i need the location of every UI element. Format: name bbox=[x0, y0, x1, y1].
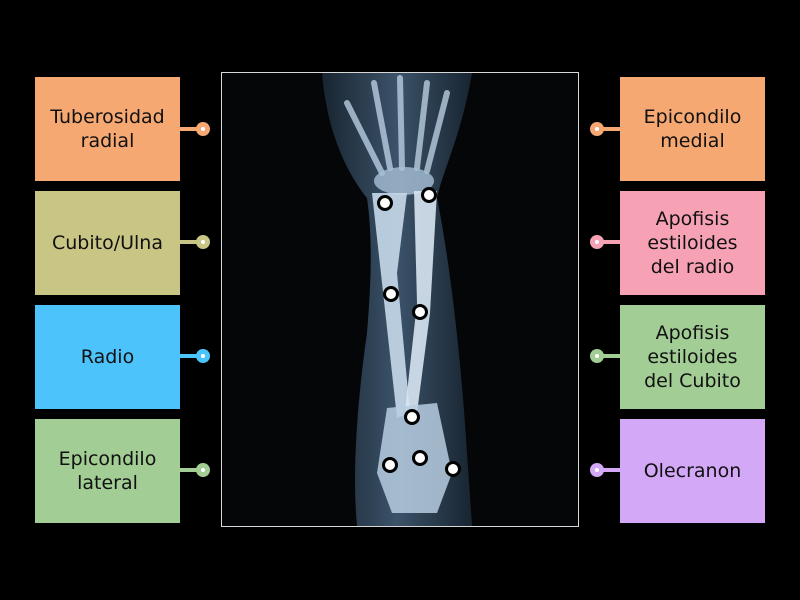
connector-dot-icon bbox=[196, 349, 210, 363]
connector-dot-icon bbox=[196, 122, 210, 136]
drop-target-marker[interactable] bbox=[412, 450, 428, 466]
connector-handle[interactable] bbox=[590, 349, 620, 363]
connector-handle[interactable] bbox=[590, 122, 620, 136]
label-text: Epicondilo lateral bbox=[58, 448, 157, 494]
connector-handle[interactable] bbox=[180, 349, 210, 363]
connector-dot-icon bbox=[590, 463, 604, 477]
connector-handle[interactable] bbox=[590, 463, 620, 477]
xray-image bbox=[221, 72, 579, 527]
drop-target-marker[interactable] bbox=[412, 304, 428, 320]
label-text: Apofisis estiloides del Cubito bbox=[644, 322, 741, 392]
label-apofisis-estiloides-radio[interactable]: Apofisis estiloides del radio bbox=[620, 191, 765, 295]
label-cubito-ulna[interactable]: Cubito/Ulna bbox=[35, 191, 180, 295]
label-text: Radio bbox=[80, 346, 135, 368]
label-apofisis-estiloides-cubito[interactable]: Apofisis estiloides del Cubito bbox=[620, 305, 765, 409]
connector-dot-icon bbox=[590, 235, 604, 249]
connector-handle[interactable] bbox=[180, 235, 210, 249]
connector-handle[interactable] bbox=[180, 122, 210, 136]
connector-dot-icon bbox=[590, 122, 604, 136]
label-text: Tuberosidad radial bbox=[50, 106, 165, 152]
label-epicondilo-lateral[interactable]: Epicondilo lateral bbox=[35, 419, 180, 523]
label-text: Apofisis estiloides del radio bbox=[647, 208, 738, 278]
label-text: Epicondilo medial bbox=[643, 106, 742, 152]
label-radio[interactable]: Radio bbox=[35, 305, 180, 409]
label-text: Cubito/Ulna bbox=[52, 232, 163, 254]
label-text: Olecranon bbox=[643, 460, 742, 482]
connector-dot-icon bbox=[196, 463, 210, 477]
drop-target-marker[interactable] bbox=[445, 461, 461, 477]
connector-dot-icon bbox=[590, 349, 604, 363]
label-olecranon[interactable]: Olecranon bbox=[620, 419, 765, 523]
connector-dot-icon bbox=[196, 235, 210, 249]
connector-handle[interactable] bbox=[590, 235, 620, 249]
drop-target-marker[interactable] bbox=[421, 187, 437, 203]
connector-handle[interactable] bbox=[180, 463, 210, 477]
forearm-xray-illustration bbox=[322, 73, 472, 526]
label-tuberosidad-radial[interactable]: Tuberosidad radial bbox=[35, 77, 180, 181]
label-epicondilo-medial[interactable]: Epicondilo medial bbox=[620, 77, 765, 181]
drop-target-marker[interactable] bbox=[377, 195, 393, 211]
drop-target-marker[interactable] bbox=[404, 409, 420, 425]
drop-target-marker[interactable] bbox=[382, 457, 398, 473]
drop-target-marker[interactable] bbox=[383, 286, 399, 302]
